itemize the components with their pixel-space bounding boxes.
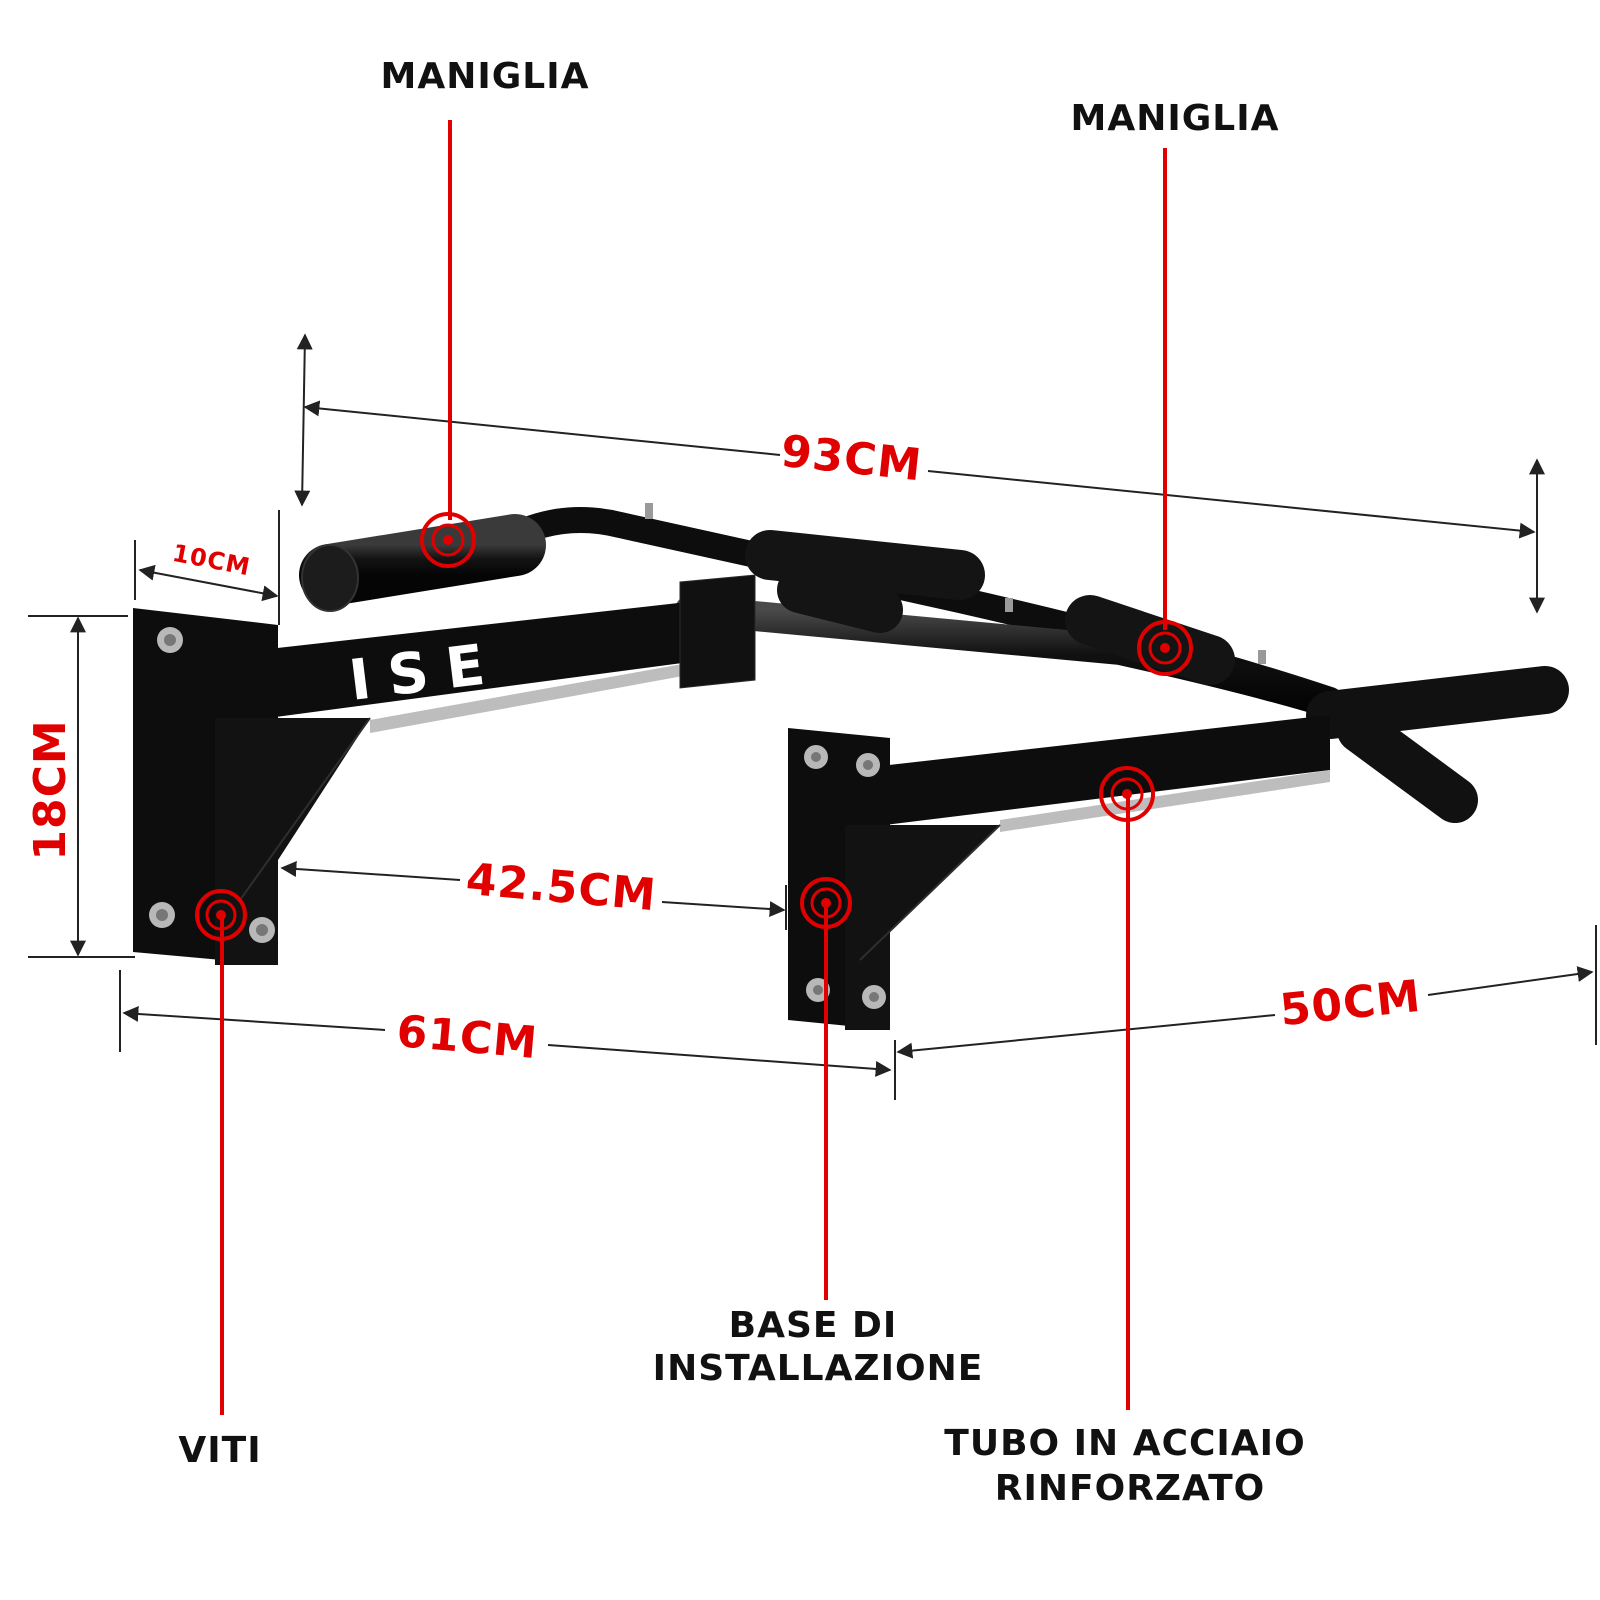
target-tube [1099, 766, 1155, 822]
left-wall-bracket [133, 608, 371, 965]
left-arm-underside [370, 660, 705, 733]
pullup-bar-product: ISE ® [133, 503, 1569, 1030]
label-handle-right: MANIGLIA [1071, 98, 1280, 139]
target-base [800, 877, 852, 929]
label-tube-line2: RINFORZATO [995, 1468, 1266, 1509]
right-center-foam-grip [777, 567, 903, 633]
target-screws [195, 889, 247, 941]
dim-line-depth-right [547, 1044, 892, 1077]
left-arm-beam [215, 600, 705, 725]
bolt [862, 985, 886, 1009]
label-tube-line1: TUBO IN ACCIAIO [944, 1423, 1305, 1464]
target-handle-left [420, 512, 476, 568]
dim-line-handle-spacing-left [896, 1014, 1276, 1059]
left-foam-grip [299, 514, 546, 612]
callout-targets [195, 512, 1193, 941]
dim-label-depth: 61CM [395, 1006, 540, 1069]
bolt [249, 917, 275, 943]
callout-leaders [220, 120, 1167, 1415]
dimension-lines [28, 333, 1597, 1100]
dim-line-plate-width [138, 564, 279, 602]
dim-label-handle-spacing: 50CM [1278, 971, 1424, 1036]
dim-tick-total-left [294, 333, 313, 507]
dim-line-bracket-gap-right [661, 901, 786, 918]
callout-labels: MANIGLIA MANIGLIA VITI BASE DI INSTALLAZ… [178, 56, 1305, 1509]
bracket-bolts [149, 627, 886, 1009]
bolt [856, 753, 880, 777]
label-base-line2: INSTALLAZIONE [653, 1348, 984, 1389]
dim-label-bracket-gap: 42.5CM [464, 854, 658, 921]
label-screws: VITI [178, 1430, 261, 1471]
label-handle-left: MANIGLIA [381, 56, 590, 97]
target-handle-right [1137, 620, 1193, 676]
bolt [149, 902, 175, 928]
dim-line-total-width-right [927, 470, 1536, 539]
dim-line-depth-left [122, 1005, 386, 1031]
dim-label-total-width: 93CM [779, 426, 925, 491]
right-arm-underside [1000, 770, 1330, 832]
dim-line-total-width-left [303, 400, 781, 456]
dim-label-plate-height: 18CM [25, 719, 76, 860]
center-foam-grip [745, 530, 985, 600]
bolt [804, 745, 828, 769]
right-arm-beam [845, 715, 1330, 830]
bolt [157, 627, 183, 653]
dim-line-handle-spacing-right [1427, 966, 1594, 996]
left-arm-clamp [679, 574, 756, 689]
far-right-handle [1306, 666, 1569, 823]
registered-mark: ® [531, 584, 547, 602]
right-wall-bracket [788, 728, 1001, 1030]
top-bolts [645, 503, 1266, 664]
dim-label-plate-width: 10CM [170, 539, 253, 582]
dim-line-bracket-gap-left [280, 860, 461, 881]
label-base-line1: BASE DI [729, 1305, 898, 1346]
